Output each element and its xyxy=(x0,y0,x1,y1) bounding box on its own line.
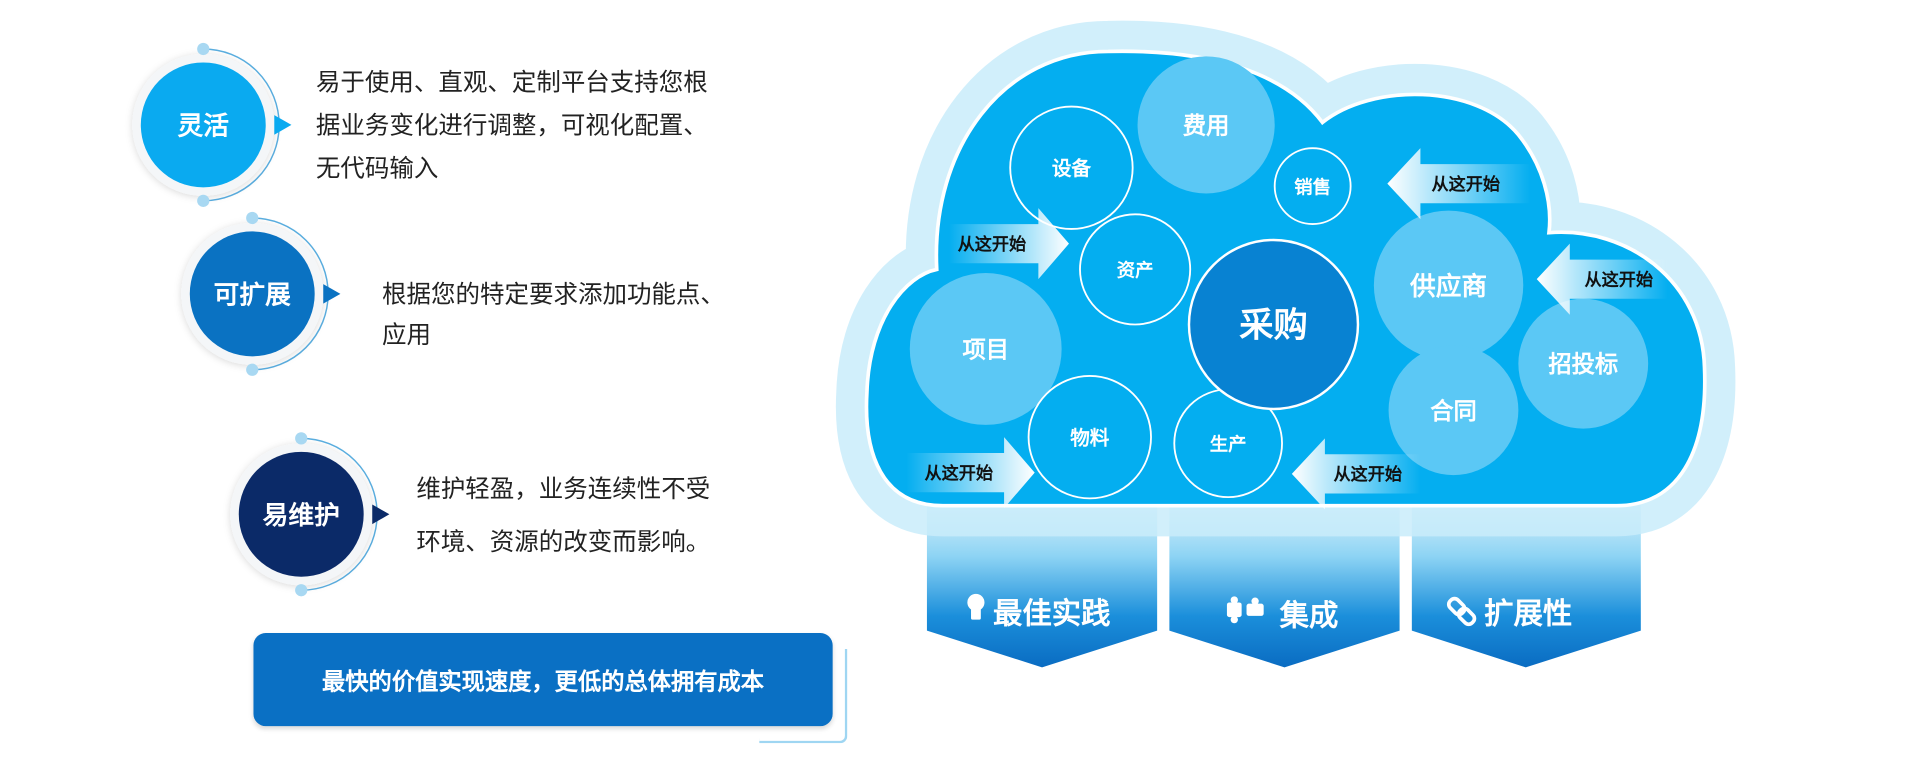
bubble-label: 采购 xyxy=(1239,306,1308,346)
decorative-corner-line xyxy=(759,648,848,744)
bubble-materials[interactable]: 物料 xyxy=(1027,375,1152,500)
link-icon xyxy=(1446,596,1477,627)
bubble-equipment[interactable]: 设备 xyxy=(1009,105,1134,230)
feature-description-flexible: 易于使用、直观、定制平台支持您根 据业务变化进行调整，可视化配置、 无代码输入 xyxy=(316,61,708,190)
bubble-supplier[interactable]: 供应商 xyxy=(1373,210,1524,361)
value-banner: 最快的价值实现速度，更低的总体拥有成本 xyxy=(253,633,833,727)
bubble-label: 从这开始 xyxy=(958,234,1027,255)
pillar-best-practice: 最佳实践 xyxy=(926,495,1158,668)
description-line: 易于使用、直观、定制平台支持您根 xyxy=(315,67,708,97)
description-line: 无代码输入 xyxy=(315,153,439,183)
feature-description-extensible: 根据您的特定要求添加功能点、 应用 xyxy=(382,274,725,355)
pillar-label: 最佳实践 xyxy=(993,596,1111,630)
bubble-label: 从这开始 xyxy=(925,463,994,484)
module-bubbles: 费用 设备 销售 资产 项目 物料 生产 供应商 合同 招投标 采购 xyxy=(909,56,1649,500)
bubble-assets[interactable]: 资产 xyxy=(1079,213,1192,326)
bubble-bidding[interactable]: 招投标 xyxy=(1518,298,1649,429)
dot-icon xyxy=(197,42,210,56)
bubble-label: 费用 xyxy=(1183,112,1230,139)
bubble-label: 招投标 xyxy=(1548,351,1618,378)
value-banner-text: 最快的价值实现速度，更低的总体拥有成本 xyxy=(322,667,765,695)
start-arrow: 从这开始 xyxy=(948,208,1069,280)
bubble-label: 资产 xyxy=(1117,260,1154,282)
bubble-label: 供应商 xyxy=(1409,271,1487,302)
pointer-icon xyxy=(372,504,390,525)
description-line: 环境、资源的改变而影响。 xyxy=(416,526,711,556)
bubble-expense[interactable]: 费用 xyxy=(1137,56,1275,194)
feature-circle-extensible: 可扩展 xyxy=(181,211,341,376)
pillar-label: 集成 xyxy=(1279,599,1339,633)
bubble-contract[interactable]: 合同 xyxy=(1388,345,1519,476)
bubble-label: 合同 xyxy=(1430,398,1477,425)
bubble-label: 生产 xyxy=(1210,434,1247,456)
bubble-label: 从这开始 xyxy=(1334,464,1403,485)
bubble-sales[interactable]: 销售 xyxy=(1273,147,1352,226)
bubble-label: 物料 xyxy=(1070,426,1110,449)
feature-circle-flexible: 灵活 xyxy=(132,42,292,207)
dot-icon xyxy=(246,363,259,376)
pillar-integration: 集成 xyxy=(1169,495,1400,668)
feature-circle-maintainable: 易维护 xyxy=(230,432,390,597)
dot-icon xyxy=(295,584,308,597)
description-line: 应用 xyxy=(382,319,432,349)
bubble-label: 设备 xyxy=(1052,157,1092,180)
bubble-procurement[interactable]: 采购 xyxy=(1187,238,1360,411)
bubble-label: 从这开始 xyxy=(1585,269,1654,290)
pointer-icon xyxy=(323,284,341,304)
start-arrow: 从这开始 xyxy=(1387,148,1531,220)
pointer-icon xyxy=(274,115,292,135)
description-line: 维护轻盈，业务连续性不受 xyxy=(416,473,711,504)
feature-label: 可扩展 xyxy=(214,281,291,311)
lightbulb-icon xyxy=(967,593,985,620)
bubble-project[interactable]: 项目 xyxy=(909,273,1062,425)
start-arrow: 从这开始 xyxy=(1291,438,1421,510)
feature-description-maintainable: 维护轻盈，业务连续性不受 环境、资源的改变而影响。 xyxy=(416,463,710,568)
description-line: 据业务变化进行调整，可视化配置、 xyxy=(315,110,708,140)
description-line: 根据您的特定要求添加功能点、 xyxy=(382,279,725,309)
dot-icon xyxy=(197,194,210,207)
start-arrow: 从这开始 xyxy=(906,437,1035,509)
puzzle-icon xyxy=(1226,596,1264,624)
bubble-label: 销售 xyxy=(1294,176,1331,198)
pillar-label: 扩展性 xyxy=(1484,596,1572,630)
dot-icon xyxy=(295,432,308,445)
pillar-extensibility: 扩展性 xyxy=(1411,495,1641,668)
feature-label: 灵活 xyxy=(178,112,230,142)
dot-icon xyxy=(246,211,259,225)
start-arrow: 从这开始 xyxy=(1536,243,1668,315)
feature-label: 易维护 xyxy=(263,500,340,531)
bubble-label: 项目 xyxy=(962,337,1009,364)
bubble-label: 从这开始 xyxy=(1431,174,1500,195)
